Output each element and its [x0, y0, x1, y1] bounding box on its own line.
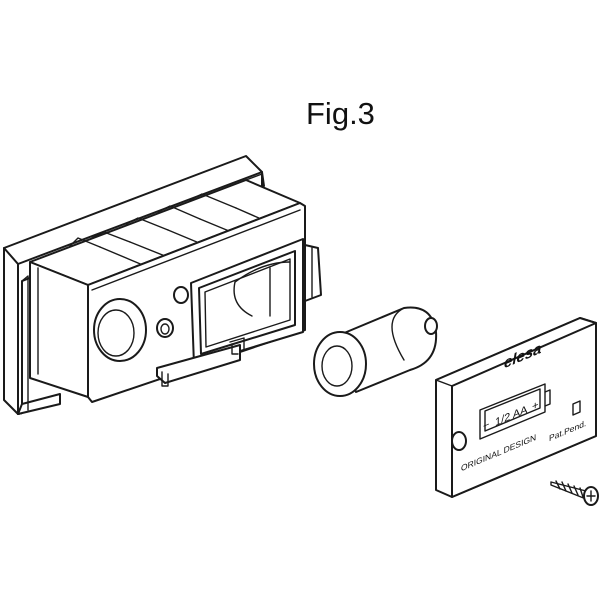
housing-bottom-clip	[156, 344, 241, 384]
housing-small-hole-bottom	[156, 318, 174, 338]
cover-plate-screw-hole	[451, 431, 467, 451]
mounting-screw	[550, 480, 599, 506]
battery-plus-sign: +	[532, 399, 539, 413]
housing-large-hole	[93, 298, 147, 362]
battery-cell	[313, 306, 438, 397]
housing-small-hole-top	[173, 286, 189, 304]
battery-positive-tip	[424, 317, 438, 335]
battery-housing	[3, 155, 322, 415]
cover-plate: elesa − 1/2 AA + ORIGINAL DESIGN Pat.Pen…	[435, 317, 597, 498]
housing-side-lug	[304, 244, 322, 302]
figure-title: Fig.3	[306, 96, 375, 131]
battery-minus-sign: −	[483, 419, 490, 433]
battery-symbol	[479, 383, 546, 440]
